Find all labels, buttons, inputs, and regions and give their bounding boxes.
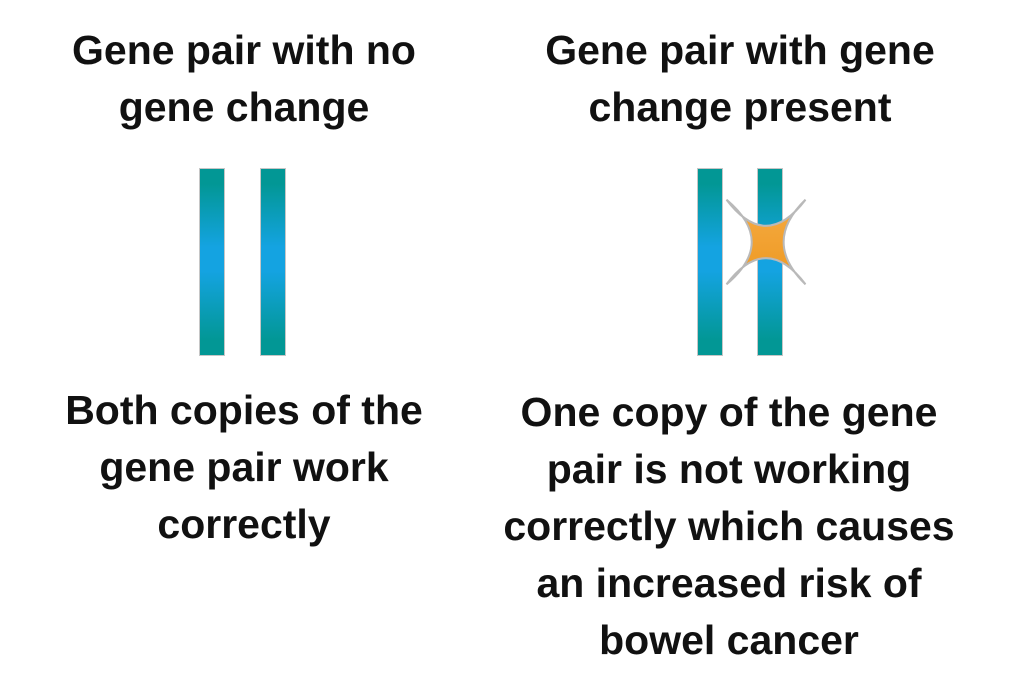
gene-change-cross-icon xyxy=(724,197,808,287)
gene-bar-icon xyxy=(199,168,225,356)
right-panel-title: Gene pair with gene change present xyxy=(545,27,935,130)
gene-bar-icon xyxy=(697,168,723,356)
gene-bar-icon xyxy=(260,168,286,356)
normal-gene-pair-illustration xyxy=(199,168,286,356)
right-panel-caption: One copy of the gene pair is not working… xyxy=(503,389,955,663)
left-panel-caption: Both copies of the gene pair work correc… xyxy=(65,387,423,547)
left-panel-title: Gene pair with no gene change xyxy=(72,27,416,130)
mutated-gene-pair-illustration xyxy=(697,168,783,356)
